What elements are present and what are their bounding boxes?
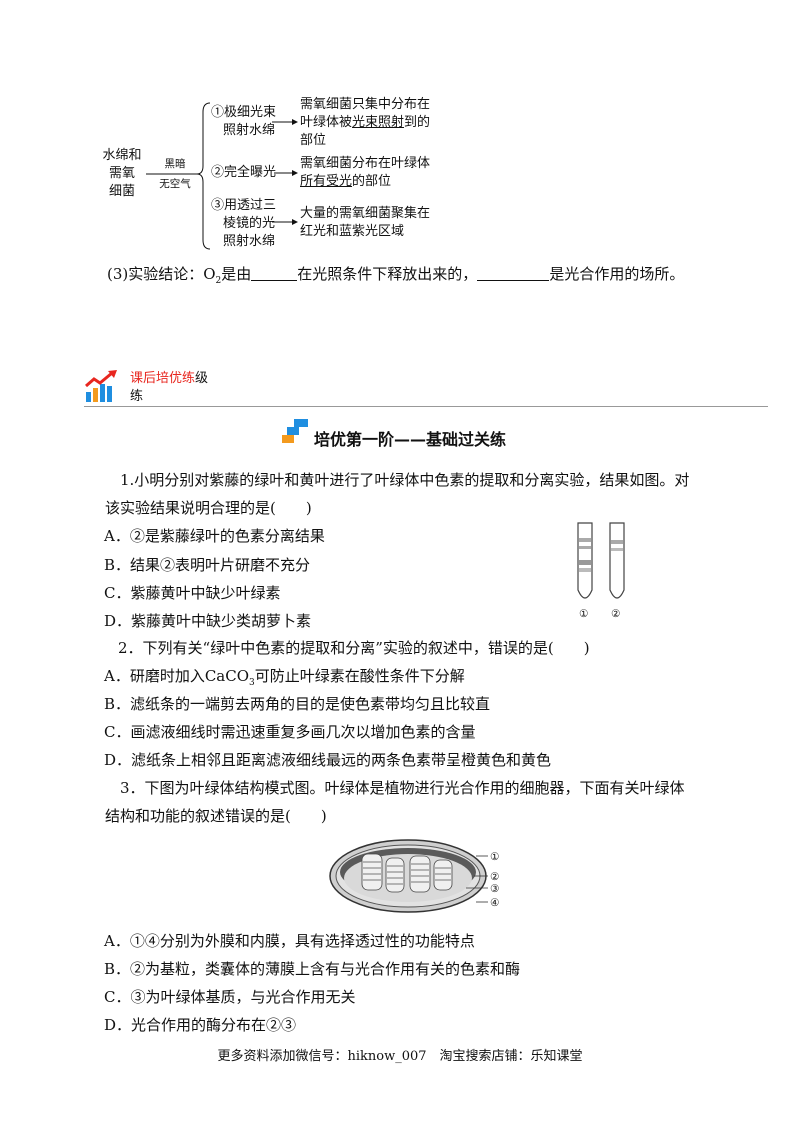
q1-option-d[interactable]: D．紫藤黄叶中缺少类胡萝卜素 — [104, 612, 312, 630]
experiment-conclusion: (3)实验结论：O2是由在光照条件下释放出来的，是光合作用的场所。 — [107, 265, 685, 286]
q2-option-a[interactable]: A．研磨时加入CaCO3可防止叶绿素在酸性条件下分解 — [104, 667, 465, 688]
q2-stem: 2．下列有关“绿叶中色素的提取和分离”实验的叙述中，错误的是( ) — [118, 639, 590, 657]
chloroplast-label-3: ③ — [490, 883, 500, 895]
branch-result-2: 需氧细菌分布在叶绿体 所有受光的部位 — [300, 156, 431, 189]
q2-option-b[interactable]: B．滤纸条的一端剪去两角的目的是使色素带均匀且比较直 — [104, 695, 491, 713]
q1-stem: 1.小明分别对紫藤的绿叶和黄叶进行了叶绿体中色素的提取和分离实验，结果如图。对 — [120, 471, 690, 489]
answer-blank-1[interactable] — [251, 266, 298, 281]
q2-option-c[interactable]: C．画滤液细线时需迅速重复多画几次以增加色素的含量 — [104, 723, 476, 741]
arrow-label-bottom: 无空气 — [159, 178, 191, 190]
diagram-left-label: 水绵和 需氧 细菌 — [102, 148, 142, 199]
tube-label-1: ① — [579, 608, 589, 620]
q1-option-a[interactable]: A．②是紫藤绿叶的色素分离结果 — [104, 527, 325, 545]
title-step-icon — [282, 419, 308, 443]
page-footer: 更多资料添加微信号：hiknow_007 淘宝搜索店铺：乐知课堂 — [217, 1049, 583, 1064]
branch-condition-3: ③用透过三 棱镜的光 照射水绵 — [211, 198, 277, 249]
q3-option-d[interactable]: D．光合作用的酶分布在②③ — [104, 1016, 297, 1034]
q1-stem-line2: 该实验结果说明合理的是( ) — [105, 499, 312, 517]
q1-option-c[interactable]: C．紫藤黄叶中缺少叶绿素 — [104, 584, 281, 602]
branch-condition-1: ①极细光束 照射水绵 — [211, 105, 277, 138]
tube-label-2: ② — [611, 608, 621, 620]
q3-option-c[interactable]: C．③为叶绿体基质，与光合作用无关 — [104, 988, 356, 1006]
chloroplast-figure — [329, 839, 488, 913]
q3-stem: 3．下图为叶绿体结构模式图。叶绿体是植物进行光合作用的细胞器，下面有关叶绿体 — [120, 779, 685, 797]
diagram-connectors — [146, 102, 298, 250]
chloroplast-label-4: ④ — [490, 897, 500, 909]
trend-chart-icon — [85, 370, 117, 402]
arrow-label-top: 黑暗 — [164, 158, 186, 170]
page-title: 培优第一阶——基础过关练 — [314, 430, 507, 449]
q3-option-a[interactable]: A．①④分别为外膜和内膜，具有选择透过性的功能特点 — [104, 932, 475, 950]
branch-condition-2: ②完全曝光 — [211, 165, 277, 180]
q1-option-b[interactable]: B．结果②表明叶片研磨不充分 — [104, 556, 311, 574]
answer-blank-2[interactable] — [477, 266, 550, 281]
section-header: 课后培优练级 练 — [130, 371, 209, 404]
tube-2 — [609, 522, 625, 599]
section-divider — [84, 406, 768, 407]
tube-1 — [577, 522, 593, 599]
q3-stem-line2: 结构和功能的叙述错误的是( ) — [105, 807, 327, 825]
q3-option-b[interactable]: B．②为基粒，类囊体的薄膜上含有与光合作用有关的色素和酶 — [104, 960, 521, 978]
chloroplast-label-2: ② — [490, 871, 500, 883]
branch-result-3: 大量的需氧细菌聚集在 红光和蓝紫光区域 — [300, 206, 431, 239]
chloroplast-label-1: ① — [490, 851, 500, 863]
branch-result-1: 需氧细菌只集中分布在 叶绿体被光束照射到的 部位 — [300, 97, 431, 148]
q2-option-d[interactable]: D．滤纸条上相邻且距离滤液细线最远的两条色素带呈橙黄色和黄色 — [104, 751, 552, 769]
chromatography-tubes-figure — [577, 522, 625, 599]
